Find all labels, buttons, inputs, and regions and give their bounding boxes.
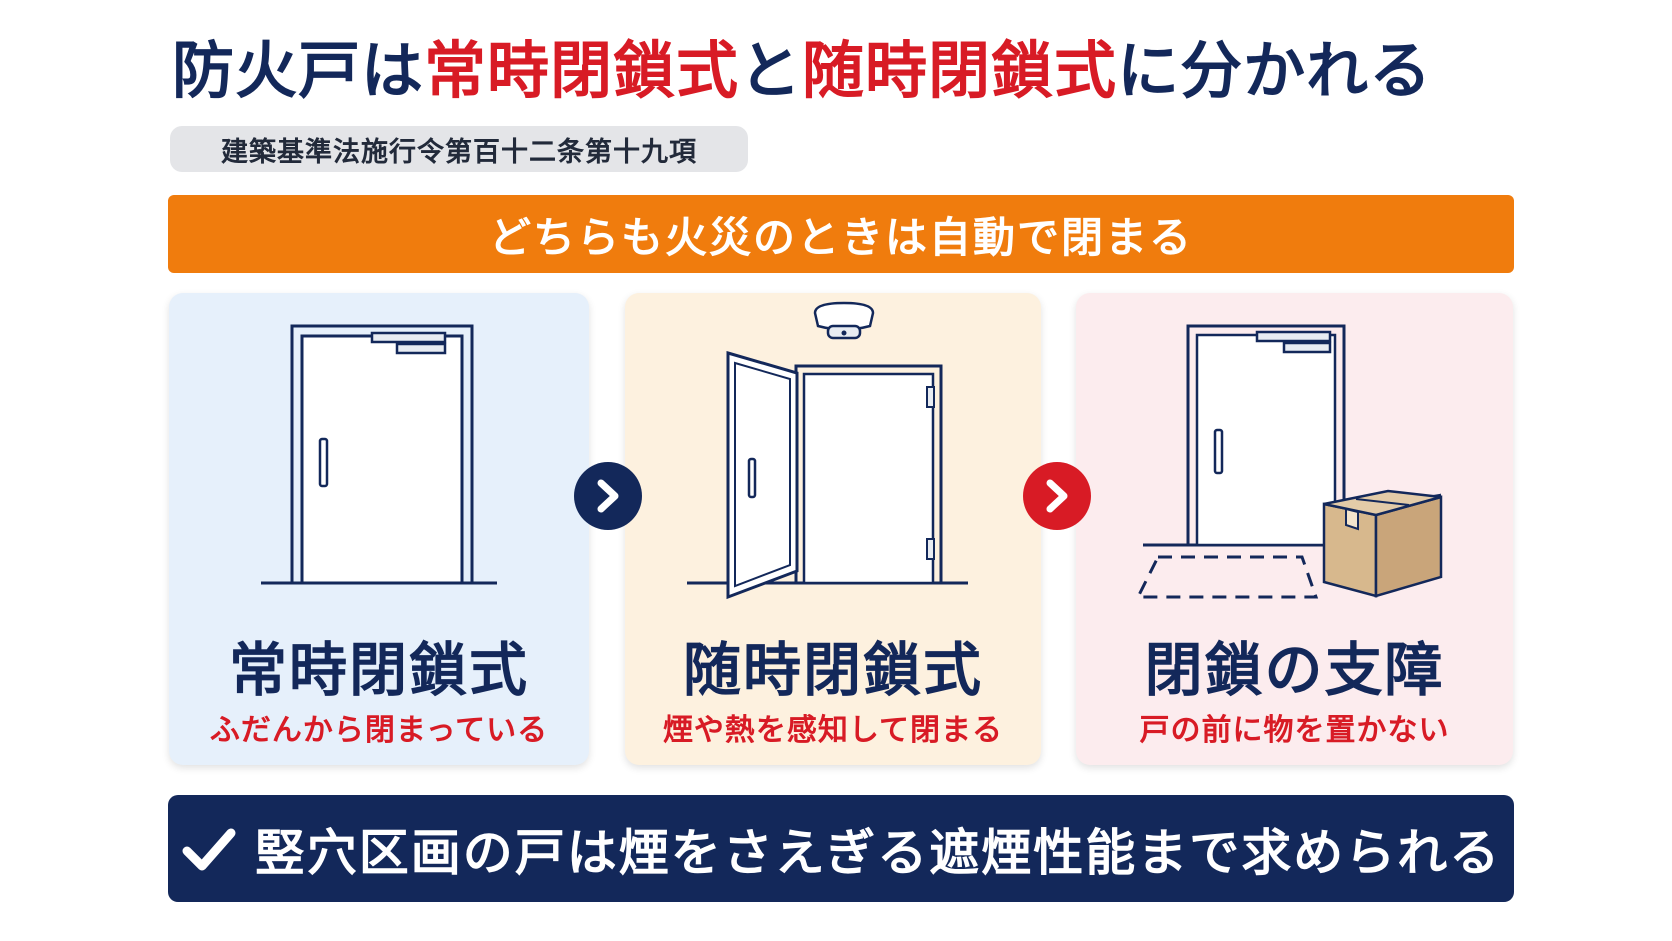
open-door-with-smoke-detector-icon bbox=[687, 301, 968, 600]
card-title: 常時閉鎖式 bbox=[228, 636, 529, 704]
smoke-requirement-text: 竪穴区画の戸は煙をさえぎる遮煙性能まで求められる bbox=[254, 823, 1502, 882]
door-blocked-by-box-icon bbox=[1135, 324, 1443, 599]
title-highlight-always-closed: 常時閉鎖式 bbox=[424, 34, 740, 107]
chevron-right-icon bbox=[1023, 462, 1091, 530]
card-title: 随時閉鎖式 bbox=[682, 636, 983, 704]
title-part: と bbox=[739, 34, 803, 107]
card-subtitle: ふだんから閉まっている bbox=[209, 713, 549, 748]
checkmark-icon bbox=[182, 828, 236, 870]
title-part: 防火戸は bbox=[172, 34, 425, 107]
card-closure-obstruction: 閉鎖の支障 戸の前に物を置かない bbox=[1076, 293, 1513, 765]
chevron-right-icon bbox=[574, 462, 642, 530]
card-subtitle: 戸の前に物を置かない bbox=[1139, 713, 1450, 748]
card-title: 閉鎖の支障 bbox=[1144, 636, 1445, 704]
page-title: 防火戸は常時閉鎖式と随時閉鎖式に分かれる bbox=[172, 28, 1432, 114]
title-highlight-occasional-closed: 随時閉鎖式 bbox=[802, 34, 1118, 107]
title-part: に分かれる bbox=[1117, 34, 1433, 107]
smoke-requirement-banner: 竪穴区画の戸は煙をさえぎる遮煙性能まで求められる bbox=[168, 795, 1514, 902]
card-always-closed: 常時閉鎖式 ふだんから閉まっている bbox=[169, 293, 589, 765]
card-occasional-closed: 随時閉鎖式 煙や熱を感知して閉まる bbox=[625, 293, 1041, 765]
law-reference-badge: 建築基準法施行令第百十二条第十九項 bbox=[170, 126, 748, 172]
card-subtitle: 煙や熱を感知して閉まる bbox=[662, 713, 1004, 748]
closed-door-with-closer-icon bbox=[261, 324, 497, 585]
auto-close-banner: どちらも火災のときは自動で閉まる bbox=[168, 195, 1514, 273]
